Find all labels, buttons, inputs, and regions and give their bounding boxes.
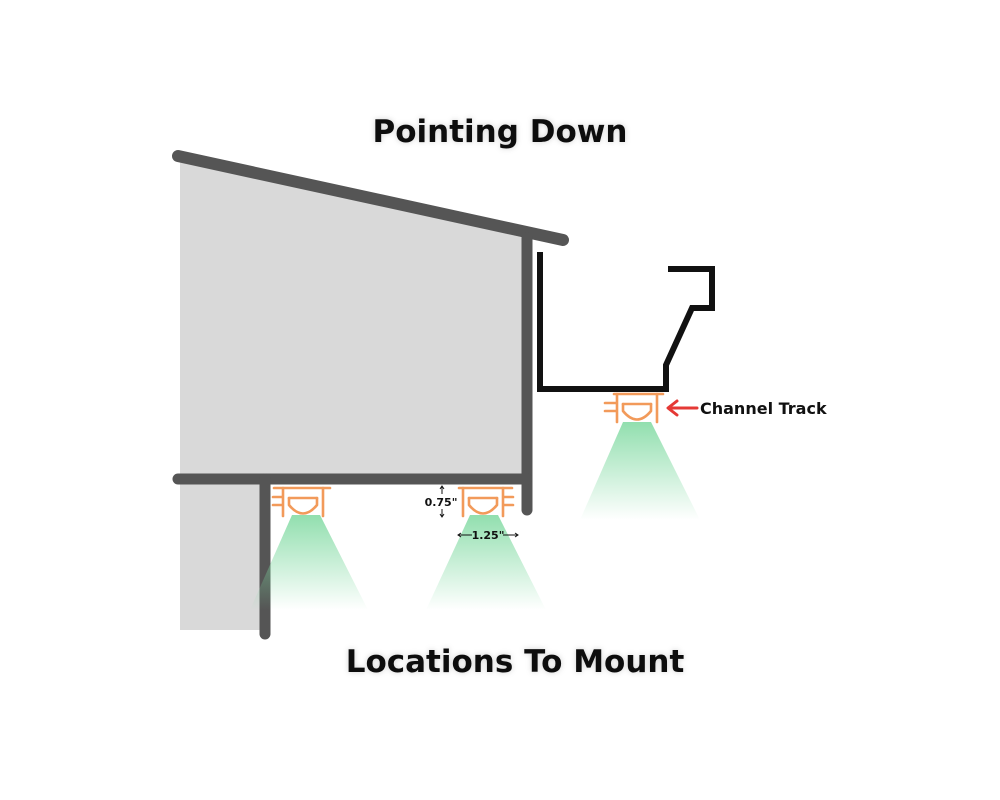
footer-title: Locations To Mount — [346, 644, 685, 680]
roof-line — [172, 150, 569, 246]
channel-track-label: Channel Track — [700, 399, 827, 418]
light-beam-icon — [426, 515, 546, 610]
page-title: Pointing Down — [373, 114, 628, 150]
arrow-icon — [666, 399, 699, 417]
width-dimension-label: 1.25" — [472, 529, 505, 542]
light-fixture-icon — [271, 486, 332, 518]
light-fixture-icon — [457, 486, 515, 518]
light-beam-icon — [250, 515, 368, 610]
height-dimension — [439, 485, 445, 518]
house-structure — [172, 150, 569, 640]
light-beam-icon — [580, 422, 700, 520]
lower-wall — [180, 478, 260, 630]
light-fixture-icon — [603, 392, 665, 424]
gutter-profile — [537, 252, 715, 392]
light-beams — [250, 422, 700, 610]
upper-wall — [180, 157, 525, 478]
width-dimension — [457, 532, 519, 538]
height-dimension-label: 0.75" — [425, 496, 458, 509]
